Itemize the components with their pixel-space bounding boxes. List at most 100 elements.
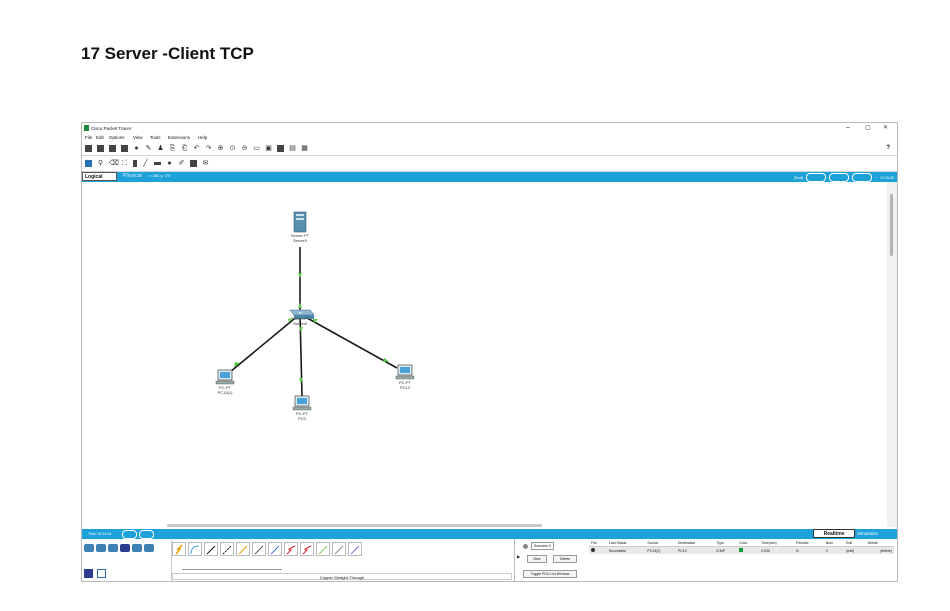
delete-scenario-button[interactable]: Delete	[553, 555, 577, 563]
zoom-reset-icon[interactable]: ⊙	[229, 145, 236, 152]
inspect-icon[interactable]: ⚲	[97, 160, 104, 167]
network-devices-icon[interactable]	[84, 544, 94, 552]
phone-cable-icon[interactable]	[252, 542, 266, 556]
draw-rectangle-icon[interactable]	[154, 162, 161, 165]
open-folder-icon[interactable]	[97, 145, 104, 152]
close-button[interactable]: ✕	[883, 125, 889, 131]
connections-subcat-icon[interactable]	[84, 569, 93, 578]
scenario-dropdown[interactable]: Scenario 0	[531, 542, 554, 550]
minimize-button[interactable]: –	[846, 124, 850, 131]
help-button[interactable]: ?	[886, 145, 890, 151]
switch-icon[interactable]: ⇄	[289, 309, 315, 319]
color-cell	[737, 546, 760, 554]
info-icon[interactable]: ●	[134, 145, 139, 152]
pc-right-icon[interactable]	[395, 364, 415, 380]
redo-icon[interactable]: ↷	[205, 145, 212, 152]
structured-cabling-icon[interactable]	[97, 569, 106, 578]
multiuser-icon[interactable]	[144, 544, 154, 552]
edit-cell[interactable]: (edit)	[844, 546, 866, 554]
pc-left-icon[interactable]	[215, 369, 235, 385]
octal-cable-icon[interactable]	[316, 542, 330, 556]
window-title: Cisco Packet Tracer	[91, 126, 132, 131]
ipc-icon[interactable]: ▤	[289, 145, 296, 152]
new-file-icon[interactable]	[85, 145, 92, 152]
copper-straight-through-icon[interactable]	[204, 542, 218, 556]
menu-file[interactable]: File	[85, 135, 93, 140]
delete-icon[interactable]: ⌫	[109, 160, 119, 167]
undo-icon[interactable]: ↶	[193, 145, 200, 152]
cluster-icon[interactable]: ▦	[301, 145, 308, 152]
back-button[interactable]	[806, 173, 827, 182]
menu-edit[interactable]: Edit	[96, 135, 104, 140]
draw-line-icon[interactable]: ╱	[143, 160, 148, 167]
end-devices-icon[interactable]	[96, 544, 106, 552]
freeform-icon[interactable]: ✐	[178, 160, 185, 167]
usb-cable-icon[interactable]	[348, 542, 362, 556]
auto-connection-icon[interactable]	[172, 542, 186, 556]
link-switch-pc-right[interactable]	[299, 313, 398, 369]
resize-icon[interactable]: ⛶	[122, 160, 127, 167]
destination-cell: PC13	[675, 546, 715, 554]
menu-options[interactable]: Options	[109, 135, 125, 140]
simulation-tab[interactable]: Simulation	[857, 531, 879, 536]
add-simple-pdu-icon[interactable]	[190, 160, 197, 167]
server-icon[interactable]	[293, 211, 307, 233]
components-icon[interactable]	[108, 544, 118, 552]
viewport-button[interactable]	[852, 173, 873, 182]
place-note-icon[interactable]	[133, 160, 137, 167]
save-icon[interactable]	[109, 145, 116, 152]
iot-custom-cable-icon[interactable]	[332, 542, 346, 556]
console-cable-icon[interactable]	[188, 542, 202, 556]
horizontal-scrollbar[interactable]	[167, 524, 542, 527]
menu-help[interactable]: Help	[198, 135, 208, 140]
coaxial-icon[interactable]	[268, 542, 282, 556]
tab-logical[interactable]: Logical	[82, 172, 117, 181]
clock-time: 07:25:38	[880, 175, 894, 180]
menu-view[interactable]: View	[133, 135, 143, 140]
paste-icon[interactable]: ⎗	[181, 145, 188, 152]
delete-cell[interactable]: (delete)	[865, 546, 894, 554]
activity-wizard-icon[interactable]: ✎	[145, 145, 152, 152]
add-complex-pdu-icon[interactable]: ✉	[202, 160, 209, 167]
link-switch-pc-left[interactable]	[229, 313, 301, 373]
zoom-out-icon[interactable]: ⊖	[241, 145, 248, 152]
misc-icon[interactable]	[132, 544, 142, 552]
fiber-icon[interactable]	[236, 542, 250, 556]
toolbar-divider	[82, 155, 897, 156]
print-icon[interactable]	[121, 145, 128, 152]
fire-icon[interactable]	[591, 548, 595, 552]
connections-icon[interactable]	[120, 544, 130, 552]
realtime-tab[interactable]: Realtime	[813, 529, 855, 538]
fire-cell[interactable]	[589, 546, 607, 554]
copy-icon[interactable]: ⎘	[169, 145, 176, 152]
serial-dte-icon[interactable]	[300, 542, 314, 556]
menu-tools[interactable]: Tools	[150, 135, 161, 140]
tab-physical[interactable]: Physical	[123, 173, 142, 179]
root-label[interactable]: [Root]	[793, 175, 804, 180]
new-scenario-button[interactable]: New	[527, 555, 547, 563]
copper-cross-over-icon[interactable]	[220, 542, 234, 556]
power-cycle-button[interactable]	[122, 530, 137, 539]
maximize-button[interactable]: ▢	[865, 125, 871, 131]
link-switch-pc-mid[interactable]	[299, 313, 303, 397]
fast-forward-button[interactable]	[139, 530, 154, 539]
expand-arrow-icon[interactable]: ▶	[517, 554, 521, 559]
select-icon[interactable]	[85, 160, 92, 167]
serial-dce-icon[interactable]	[284, 542, 298, 556]
network-info-icon[interactable]: ♟	[157, 145, 164, 152]
header-color: Color	[737, 539, 760, 547]
viewport-icon[interactable]	[277, 145, 284, 152]
pc-mid-icon[interactable]	[292, 395, 312, 411]
vertical-scroll-thumb[interactable]	[890, 194, 893, 256]
toggle-pdu-list-button[interactable]: Toggle PDU List Window	[523, 570, 577, 578]
zoom-in-icon[interactable]: ⊕	[217, 145, 224, 152]
vertical-scrollbar[interactable]	[887, 182, 897, 527]
menu-extensions[interactable]: Extensions	[168, 135, 191, 140]
custom-device-icon[interactable]: ▣	[265, 145, 272, 152]
draw-ellipse-icon[interactable]: ●	[167, 160, 172, 167]
header-fire: Fire	[589, 539, 607, 547]
drawing-palette-icon[interactable]: ▭	[253, 145, 260, 152]
table-row[interactable]: Successful PC13(1) PC13 ICMP 0.000 N 0 (…	[589, 546, 894, 554]
cluster-button[interactable]	[829, 173, 850, 182]
